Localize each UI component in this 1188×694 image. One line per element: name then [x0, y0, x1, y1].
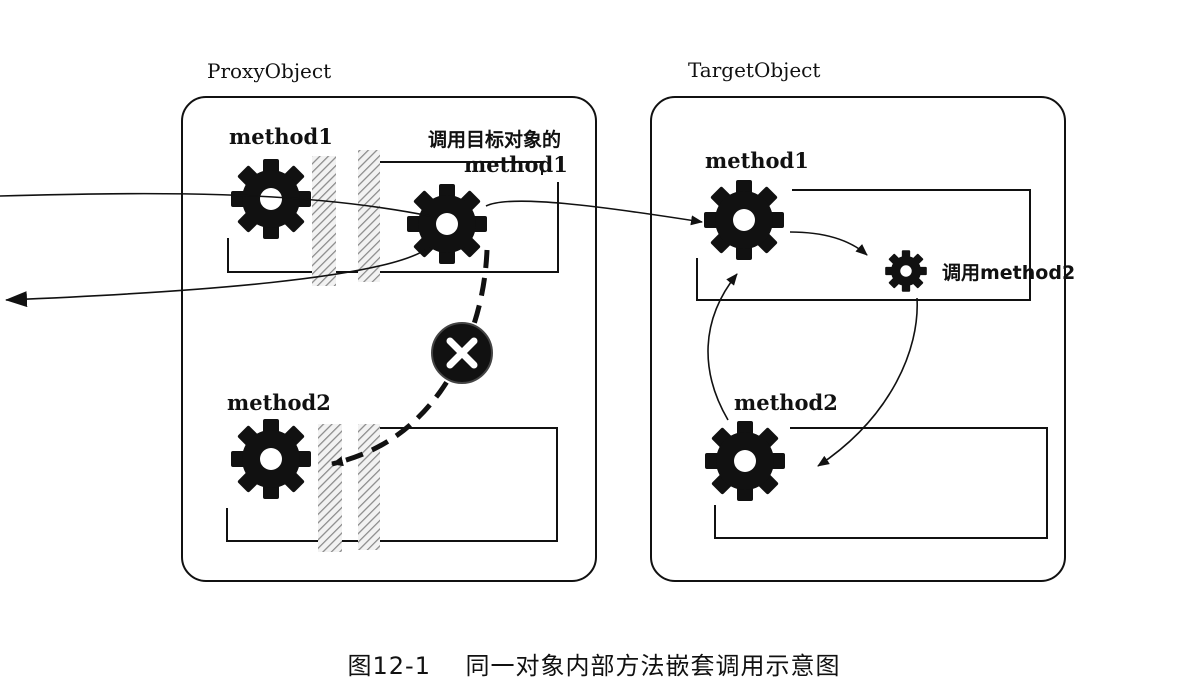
proxy-object-box	[181, 96, 597, 582]
target-method2-gear-icon	[705, 421, 785, 501]
target-method2-box	[714, 427, 1048, 539]
target-call-method2-gear-icon	[885, 250, 927, 292]
proxy-method1-label: method1	[229, 124, 333, 149]
proxy-method2-box	[226, 427, 558, 542]
call-to-target-method2-arrow	[817, 297, 918, 467]
target-object-title: TargetObject	[688, 58, 820, 82]
proxy-method2-label: method2	[227, 390, 331, 415]
incoming-call-line	[0, 192, 431, 217]
target-method1-gear-icon	[704, 180, 784, 260]
target-object-box	[650, 96, 1066, 582]
proxy-call-note-line1: 调用目标对象的	[428, 128, 561, 151]
proxy-object-title: ProxyObject	[207, 59, 331, 83]
proxy-to-target-method1-arrow	[485, 200, 703, 226]
proxy-call-note-line2: method1	[464, 152, 568, 177]
x-circle-icon	[431, 322, 493, 384]
proxy-intercept-bars	[312, 150, 380, 552]
figure-number: 图12-1	[347, 652, 431, 680]
target-method2-return-arrow	[707, 273, 738, 421]
return-arrow	[5, 249, 426, 308]
proxy-method1-box-bottom	[227, 182, 559, 273]
figure-caption-text: 同一对象内部方法嵌套调用示意图	[465, 652, 841, 680]
target-call-method2-label: 调用method2	[942, 262, 1075, 284]
proxy-method2-gear-icon	[231, 419, 311, 499]
blocked-internal-call-arrow	[331, 249, 490, 467]
target-method1-box	[696, 189, 1031, 301]
target-method2-label: method2	[734, 390, 838, 415]
proxy-method1-box	[378, 161, 543, 175]
proxy-invoke-gear-icon	[407, 184, 487, 264]
target-method1-label: method1	[705, 148, 809, 173]
figure-caption: 图12-1 同一对象内部方法嵌套调用示意图	[0, 646, 1188, 681]
target-method1-to-method2-call-arrow	[789, 231, 868, 256]
